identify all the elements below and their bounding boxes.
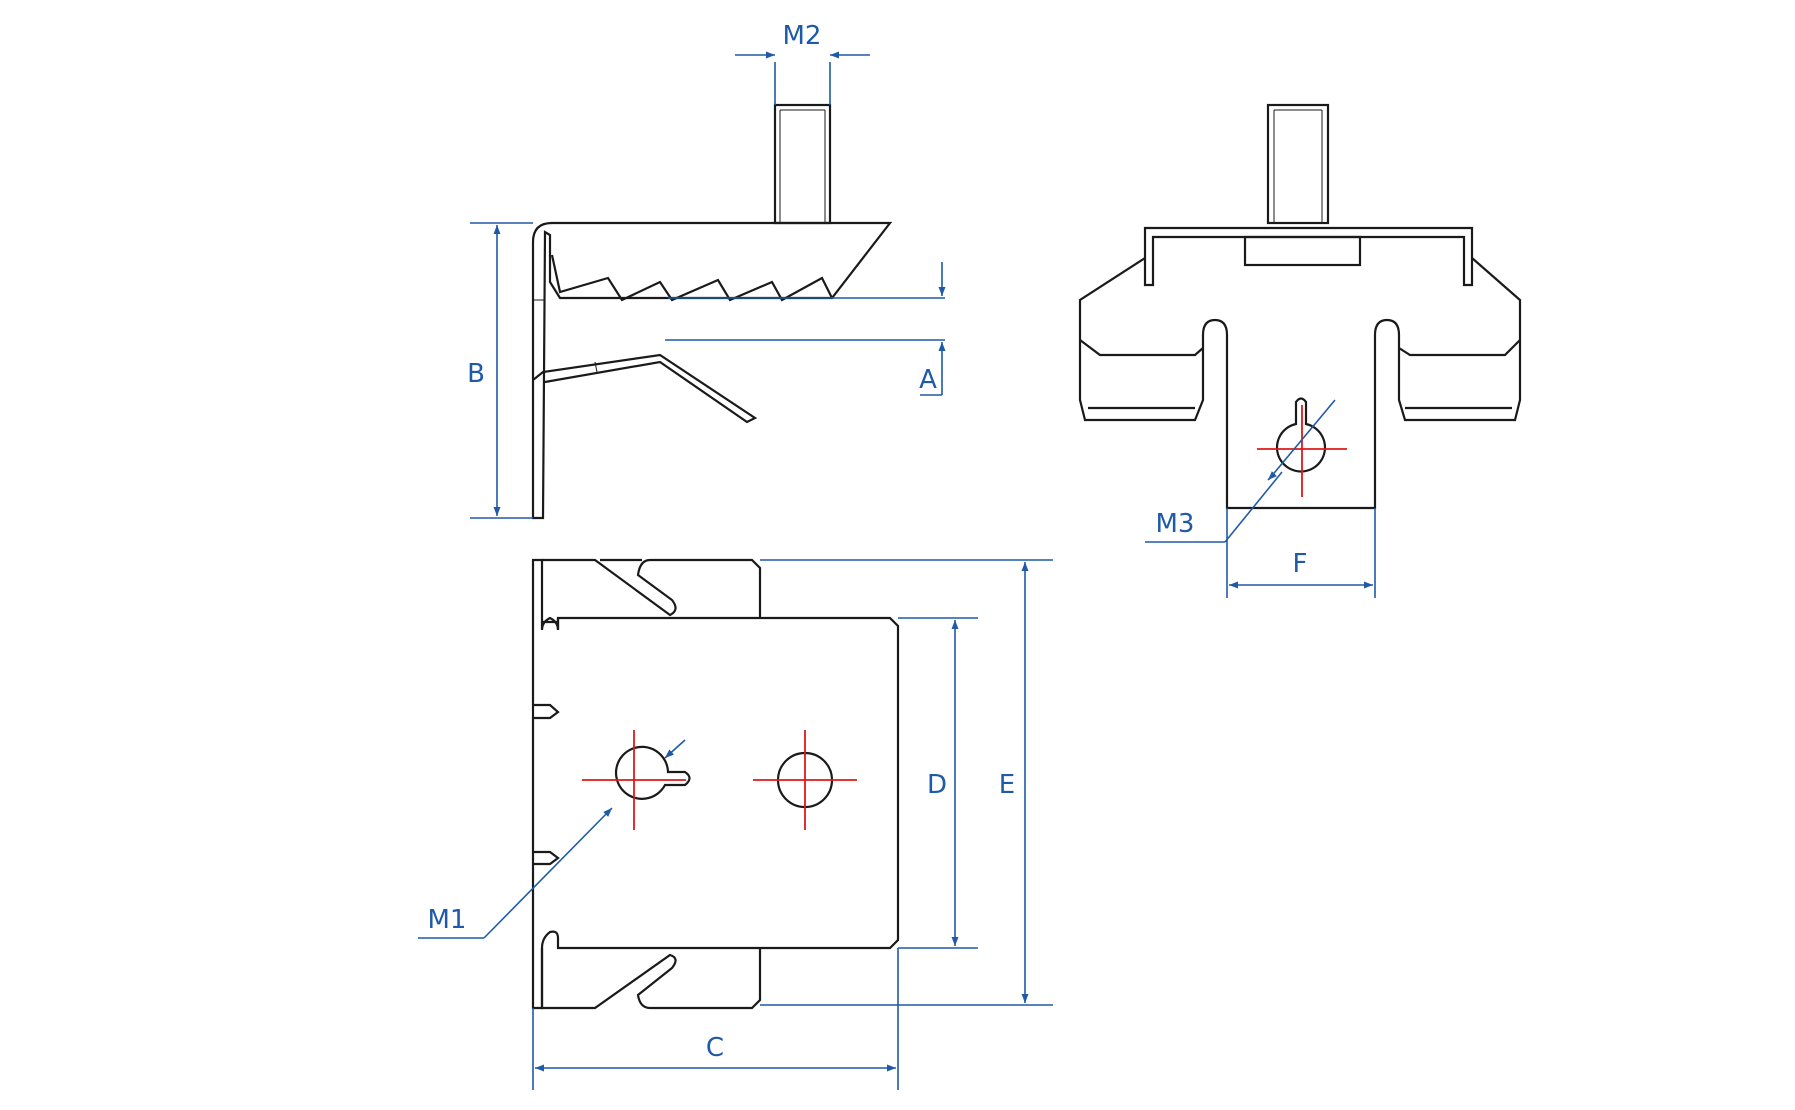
front-view	[1078, 103, 1522, 510]
front-clip	[1143, 226, 1474, 287]
plan-keyhole	[614, 745, 691, 800]
plan-top-wing	[542, 558, 762, 618]
label-m1: M1	[428, 905, 467, 935]
plan-round-hole-centerlines	[753, 730, 857, 830]
dimension-m3: M3	[1145, 399, 1336, 543]
plan-view	[531, 558, 900, 1010]
front-keyhole	[1275, 397, 1327, 473]
dimension-m1: M1	[418, 739, 686, 939]
dimension-a: A	[665, 262, 946, 396]
label-a: A	[919, 365, 937, 395]
label-f: F	[1293, 549, 1308, 579]
dimension-f: F	[1226, 508, 1376, 598]
dimension-m2: M2	[735, 21, 870, 105]
plan-outline	[531, 558, 900, 1010]
label-b: B	[467, 359, 485, 389]
dimension-d: D	[898, 617, 978, 949]
side-view	[531, 103, 893, 520]
side-spring-arm	[532, 353, 758, 424]
front-body	[1078, 257, 1522, 510]
front-centerlines	[1257, 405, 1347, 497]
plan-bottom-wing	[540, 948, 762, 1010]
side-stud	[773, 103, 832, 225]
plan-keyhole-centerlines	[582, 730, 686, 830]
side-teeth	[550, 254, 833, 302]
dimension-e: E	[760, 559, 1053, 1006]
dimension-c: C	[532, 948, 899, 1090]
front-stud	[1266, 103, 1330, 225]
label-e: E	[999, 770, 1015, 800]
label-m2: M2	[783, 21, 822, 51]
side-backplate	[531, 221, 893, 520]
label-c: C	[706, 1033, 724, 1063]
dimension-b: B	[467, 222, 533, 519]
label-m3: M3	[1156, 509, 1195, 539]
label-d: D	[927, 770, 947, 800]
